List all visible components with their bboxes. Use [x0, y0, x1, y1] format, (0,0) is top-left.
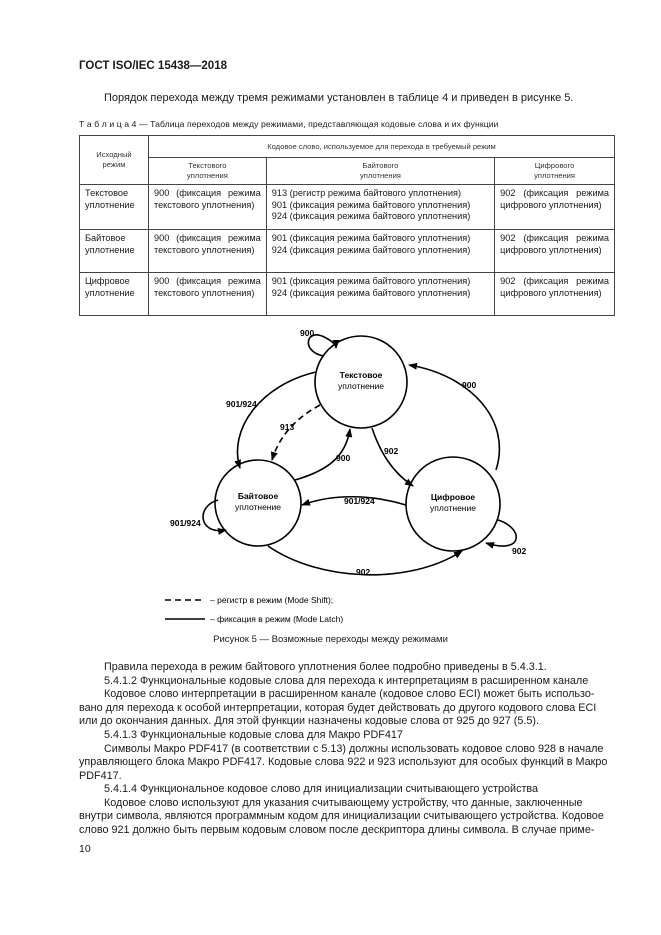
edge-byte-to-digit	[267, 545, 463, 576]
cell-to-digit: 902 (фиксация режима цифрового уплотнени…	[494, 229, 615, 273]
node-digit-label-1: Цифровое	[431, 492, 476, 502]
paragraph: Символы Макро PDF417 (в соответствии с 5…	[104, 743, 604, 755]
paragraph: Правила перехода в режим байтового уплот…	[104, 661, 547, 673]
document-header: ГОСТ ISO/IEC 15438—2018	[79, 60, 227, 72]
edge-digit-to-byte	[301, 496, 407, 506]
edge-label: 902	[384, 446, 398, 456]
cell-to-text: 900 (фиксация режима текстового уплотнен…	[147, 229, 267, 273]
edge-label: 900	[336, 453, 350, 463]
paragraph: внутри символа, являются программным код…	[79, 810, 604, 822]
edge-byte-to-text	[294, 428, 353, 481]
cell-to-text: 900 (фиксация режима текстового уплотнен…	[147, 272, 267, 316]
paragraph: или до окончания данных. Для этой функци…	[79, 715, 540, 727]
edge-text-to-byte-shift	[270, 404, 321, 461]
paragraph: Кодовое слово используют для указания сч…	[104, 797, 583, 809]
paragraph: вано для перехода к особой интерпретации…	[79, 702, 597, 714]
paragraph: Кодовое слово интерпретации в расширенно…	[104, 688, 595, 700]
legend-latch-label: – фиксация в режим (Mode Latch)	[210, 614, 343, 624]
edge-text-self	[307, 334, 340, 357]
cell-to-text: 900 (фиксация режима текстового уплотнен…	[147, 184, 267, 230]
paragraph: слово 921 должно быть первым кодовым сло…	[79, 824, 595, 836]
page-number: 10	[79, 843, 91, 855]
edge-label: 900	[462, 380, 476, 390]
edge-digit-to-text-outer	[408, 362, 501, 471]
section-heading: 5.4.1.2 Функциональные кодовые слова для…	[104, 675, 589, 687]
paragraph: PDF417.	[79, 770, 122, 782]
edge-label: 902	[512, 546, 526, 556]
cell-to-digit: 902 (фиксация режима цифрового уплотнени…	[494, 184, 615, 230]
cell-to-byte: 901 (фиксация режима байтового уплотнени…	[265, 229, 496, 273]
node-text-label-2: уплотнение	[338, 381, 384, 391]
edge-digit-self	[485, 519, 517, 549]
node-text-label-1: Текстовое	[340, 370, 383, 380]
edge-label: 901/924	[226, 399, 257, 409]
paragraph: управляющего блока Макро PDF417. Кодовые…	[79, 756, 608, 768]
edge-text-to-byte-outer	[234, 371, 317, 469]
edge-label: 913	[280, 422, 294, 432]
node-byte-mode	[214, 459, 302, 547]
edge-label: 900	[300, 328, 314, 338]
edge-byte-self	[202, 499, 227, 535]
edge-label: 902	[356, 567, 370, 577]
node-digit-label-2: уплотнение	[430, 503, 476, 513]
node-text-mode	[314, 335, 408, 429]
table-caption: Т а б л и ц а 4 — Таблица переходов межд…	[79, 119, 499, 129]
section-heading: 5.4.1.3 Функциональные кодовые слова для…	[104, 729, 403, 741]
edge-label: 901/924	[344, 496, 375, 506]
node-byte-label-2: уплотнение	[235, 502, 281, 512]
cell-to-byte: 901 (фиксация режима байтового уплотнени…	[265, 272, 496, 316]
legend-shift-label: – регистр в режим (Mode Shift);	[210, 595, 333, 605]
figure-caption: Рисунок 5 — Возможные переходы между реж…	[213, 634, 448, 645]
section-heading: 5.4.1.4 Функциональное кодовое слово для…	[104, 783, 539, 795]
edge-text-to-digit	[371, 427, 414, 487]
node-digit-mode	[405, 456, 501, 552]
edge-label: 901/924	[170, 518, 201, 528]
intro-paragraph: Порядок перехода между тремя режимами ус…	[104, 92, 574, 104]
cell-to-digit: 902 (фиксация режима цифрового уплотнени…	[494, 272, 615, 316]
node-byte-label-1: Байтовое	[238, 491, 279, 501]
